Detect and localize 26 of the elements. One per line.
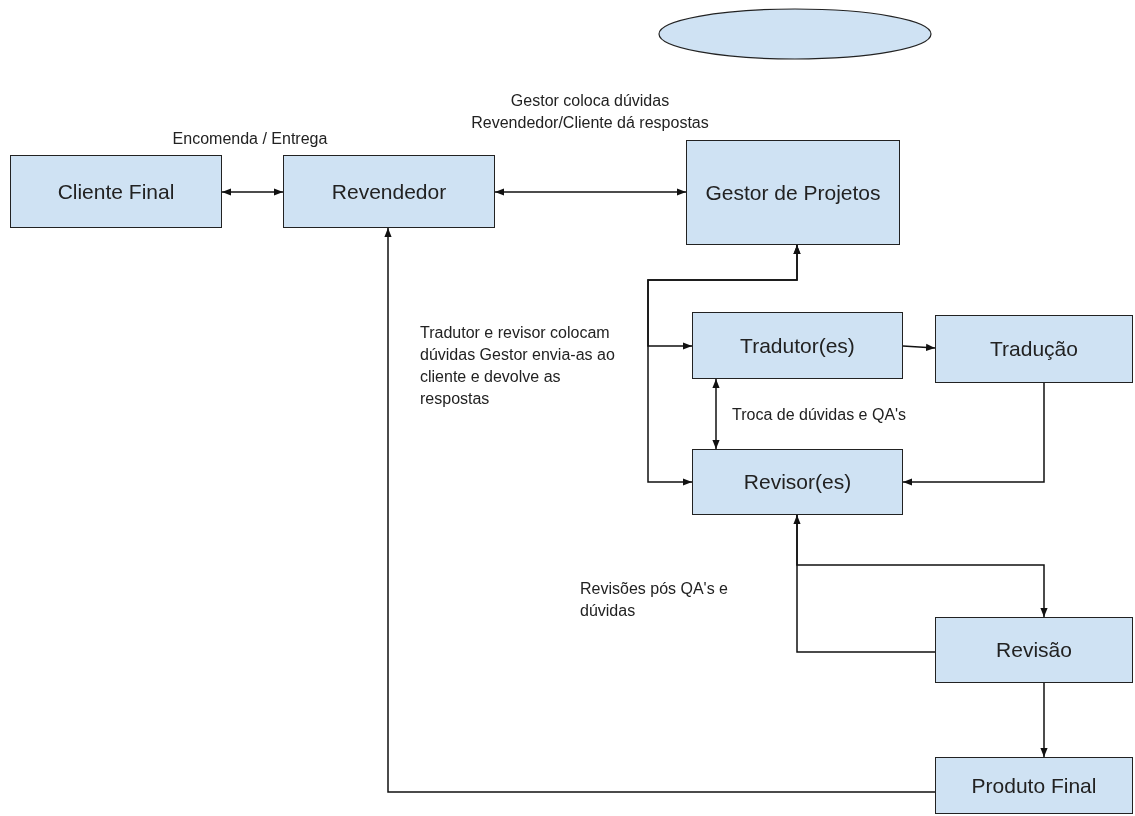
arrow [647,244,801,486]
arrow [902,382,1045,486]
ellipse-shape [658,8,932,60]
process-box [935,315,1133,383]
arrow [221,188,284,196]
process-box [283,155,495,228]
process-box [692,449,903,515]
arrow [1040,682,1048,758]
node-label: Tradutor(es) [740,332,855,359]
node-label: Tradução [990,336,1078,362]
process-box [935,757,1133,814]
node-label: Gestor de Projetos [705,179,881,206]
node-label: Revendedor [331,178,447,205]
process-box [686,140,900,245]
node-label: Produto Final [971,772,1097,799]
arrow [796,514,1048,618]
process-box [692,312,903,379]
process-box [10,155,222,228]
node-label: Cliente Final [57,178,175,205]
node-label: Revisão [996,637,1072,663]
process-box [935,617,1133,683]
arrow [384,227,936,793]
arrow [712,378,720,450]
arrow [494,188,687,196]
node-label: Revisor(es) [743,469,852,495]
arrow [902,343,936,352]
